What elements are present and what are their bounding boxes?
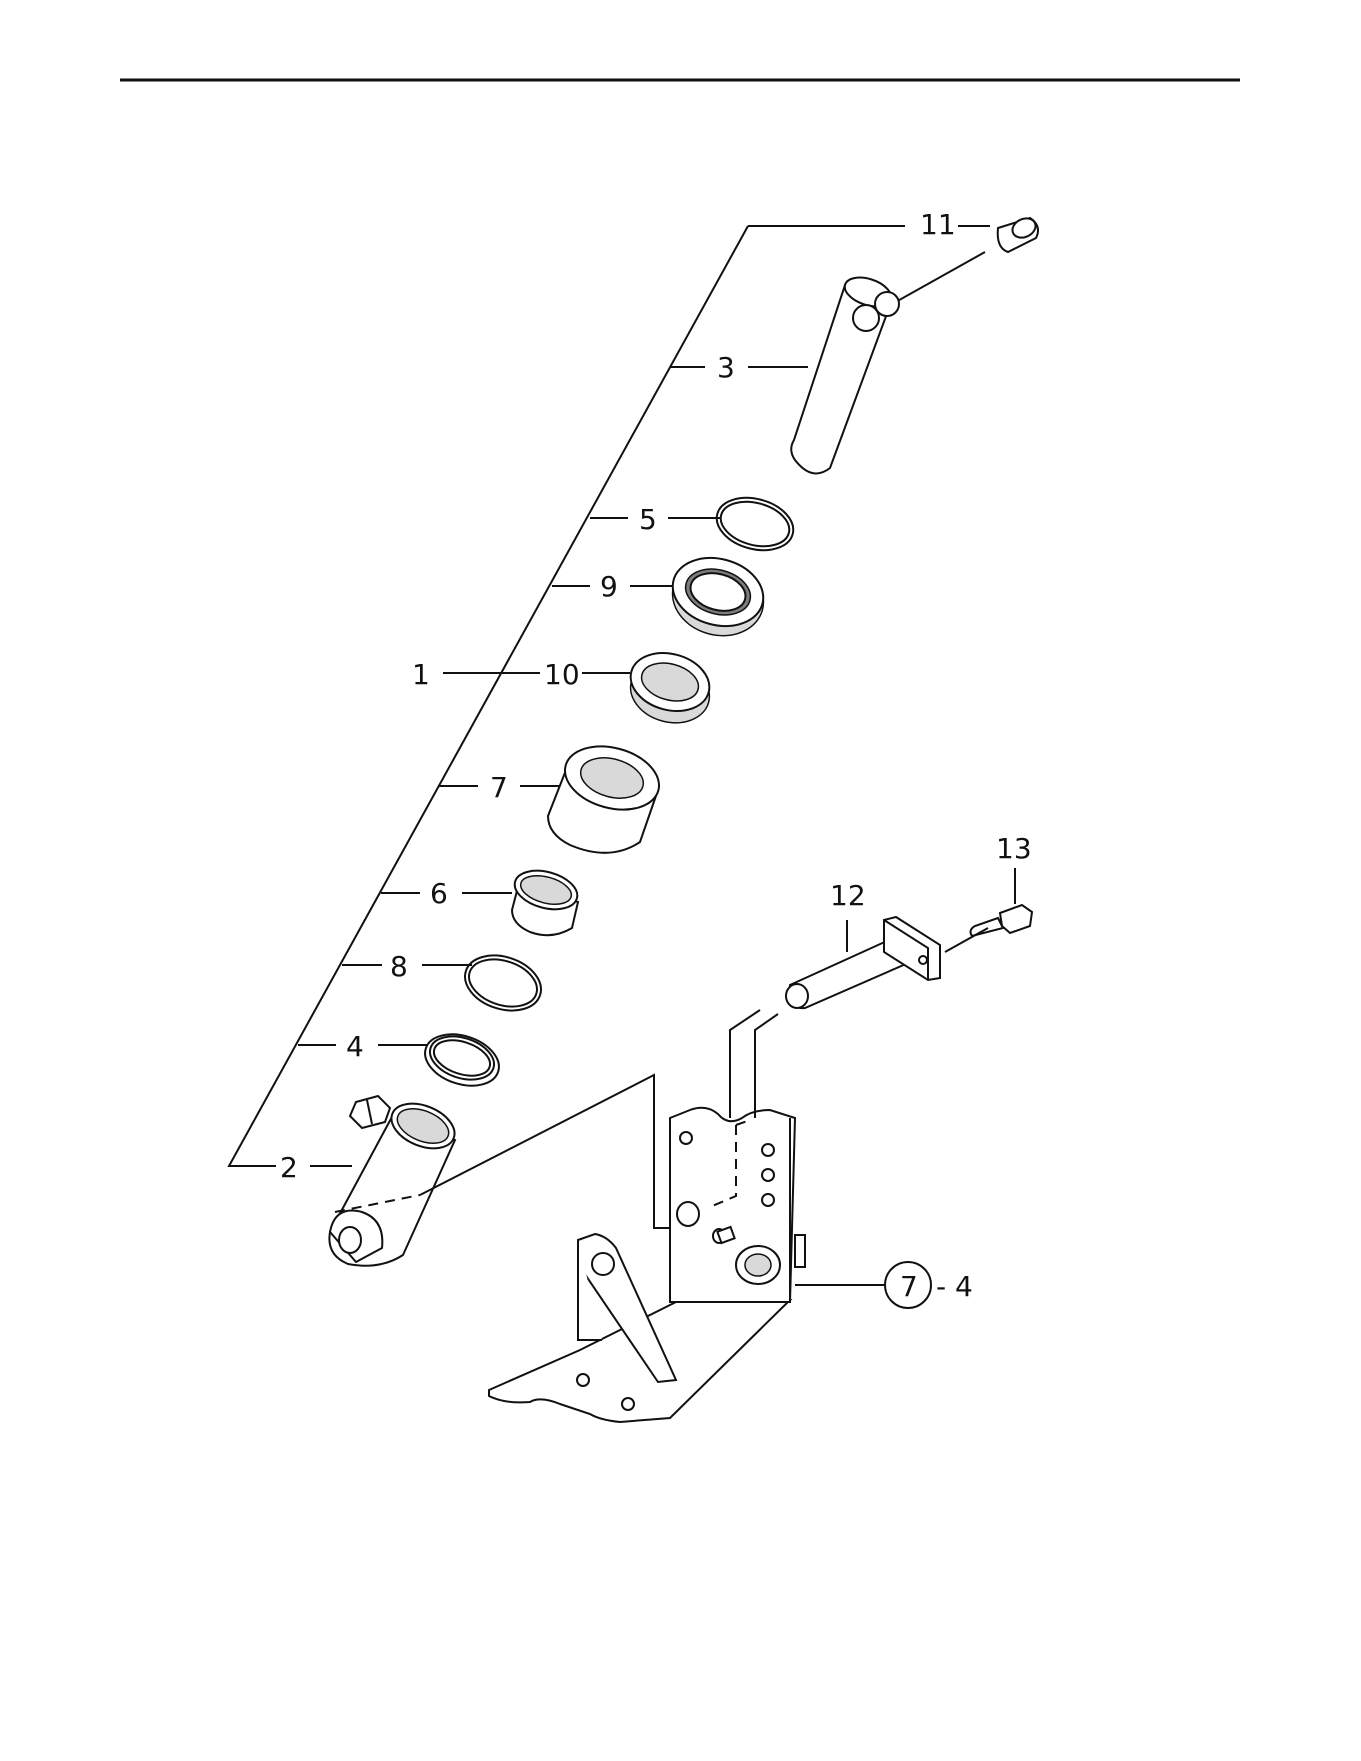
ref-circle-number: 7 — [900, 1270, 918, 1303]
part-8-oring — [458, 946, 548, 1020]
callout-6: 6 — [430, 877, 448, 910]
leader-12-to-bracket-b — [755, 1014, 778, 1118]
part-13-bolt — [971, 905, 1032, 936]
leader-11-to-3 — [885, 252, 985, 308]
part-11-bushing — [998, 215, 1039, 252]
leader-13-to-12 — [945, 928, 988, 952]
callout-3: 3 — [717, 351, 735, 384]
part-2-cylinder — [329, 1095, 461, 1266]
callout-4: 4 — [346, 1030, 364, 1063]
part-3-pin — [791, 272, 899, 473]
callout-1: 1 — [412, 658, 430, 691]
part-6-sleeve — [510, 864, 581, 935]
callout-8: 8 — [390, 950, 408, 983]
callout-9: 9 — [600, 570, 618, 603]
part-7-large-bushing — [548, 737, 666, 853]
bracket-assembly — [489, 1108, 805, 1422]
callout-2: 2 — [280, 1151, 298, 1184]
part-4-wiper — [418, 1025, 505, 1094]
callout-10: 10 — [544, 658, 580, 691]
callout-7: 7 — [490, 771, 508, 804]
part-9-seal — [664, 548, 772, 645]
part-10-bushing — [624, 645, 717, 732]
part-12-pin — [786, 917, 940, 1008]
callout-12: 12 — [830, 879, 866, 912]
ref-suffix: - 4 — [936, 1270, 973, 1303]
callout-5: 5 — [639, 503, 657, 536]
cylinder-to-bracket-leader — [420, 1075, 708, 1228]
part-5-oring — [711, 490, 799, 558]
callout-13: 13 — [996, 832, 1032, 865]
callout-11: 11 — [920, 208, 956, 241]
